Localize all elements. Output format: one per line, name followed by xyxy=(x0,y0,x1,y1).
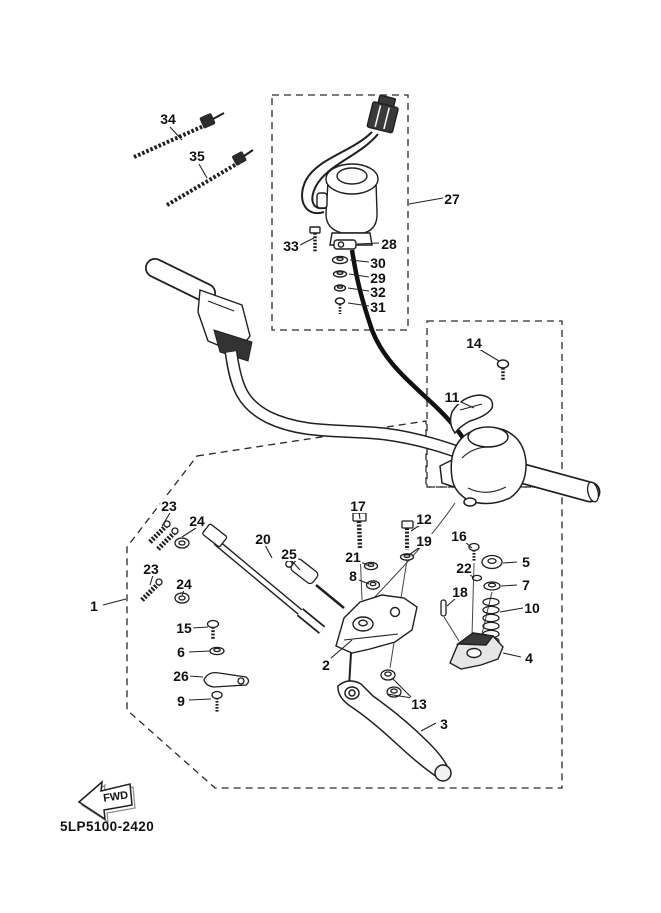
connector xyxy=(366,94,399,134)
lever-11 xyxy=(449,394,494,435)
pin-18 xyxy=(440,599,447,617)
lever-3-drawing xyxy=(337,680,452,782)
bolt-33 xyxy=(309,226,321,252)
screw-9 xyxy=(211,690,223,712)
switch-body xyxy=(316,163,379,246)
washer-24-upper xyxy=(174,537,190,549)
washer-7 xyxy=(483,581,501,591)
clamp-28 xyxy=(333,239,357,250)
washer-21 xyxy=(363,561,379,571)
washer-19 xyxy=(399,553,415,561)
washer-24-lower xyxy=(174,592,190,604)
cable-tie-35-drawing xyxy=(165,149,254,207)
nut-8 xyxy=(365,580,381,590)
bracket-2-drawing xyxy=(335,594,418,688)
leader-lines xyxy=(102,126,524,732)
switch-assembly-drawing xyxy=(301,94,399,314)
fwd-arrow: FWD xyxy=(77,780,136,824)
washer-6 xyxy=(209,646,225,656)
fwd-label: FWD xyxy=(102,789,129,804)
grip-end-cap xyxy=(586,481,600,503)
adjuster-25 xyxy=(285,558,345,609)
bar-tube xyxy=(226,351,526,478)
left-grip xyxy=(146,259,215,302)
housing-body xyxy=(439,426,527,507)
screw-14 xyxy=(496,359,510,381)
washer-22 xyxy=(471,574,483,582)
dashed-box-switch xyxy=(271,94,409,331)
right-grip xyxy=(515,465,599,501)
hardware-parts xyxy=(140,512,503,712)
throttle-housing-drawing xyxy=(439,359,527,507)
part-code: 5LP5100-2420 xyxy=(60,819,154,834)
cable-tie-34-drawing xyxy=(133,112,225,159)
screw-23-upper xyxy=(148,520,179,551)
bolt-15 xyxy=(206,619,220,639)
nut-13a xyxy=(380,669,396,681)
cable-20 xyxy=(202,523,326,634)
bolt-12 xyxy=(401,520,414,550)
handlebar-drawing xyxy=(145,258,601,503)
link-26 xyxy=(203,672,250,688)
wire-1 xyxy=(301,131,373,215)
dashed-box-throttle xyxy=(426,320,563,488)
washer-stack-30-31 xyxy=(331,255,349,314)
plate-5 xyxy=(481,554,503,570)
screw-16 xyxy=(468,542,480,562)
bar-mount-block xyxy=(213,329,253,362)
bracket-4-drawing xyxy=(449,632,504,670)
screw-23-lower xyxy=(140,578,163,602)
